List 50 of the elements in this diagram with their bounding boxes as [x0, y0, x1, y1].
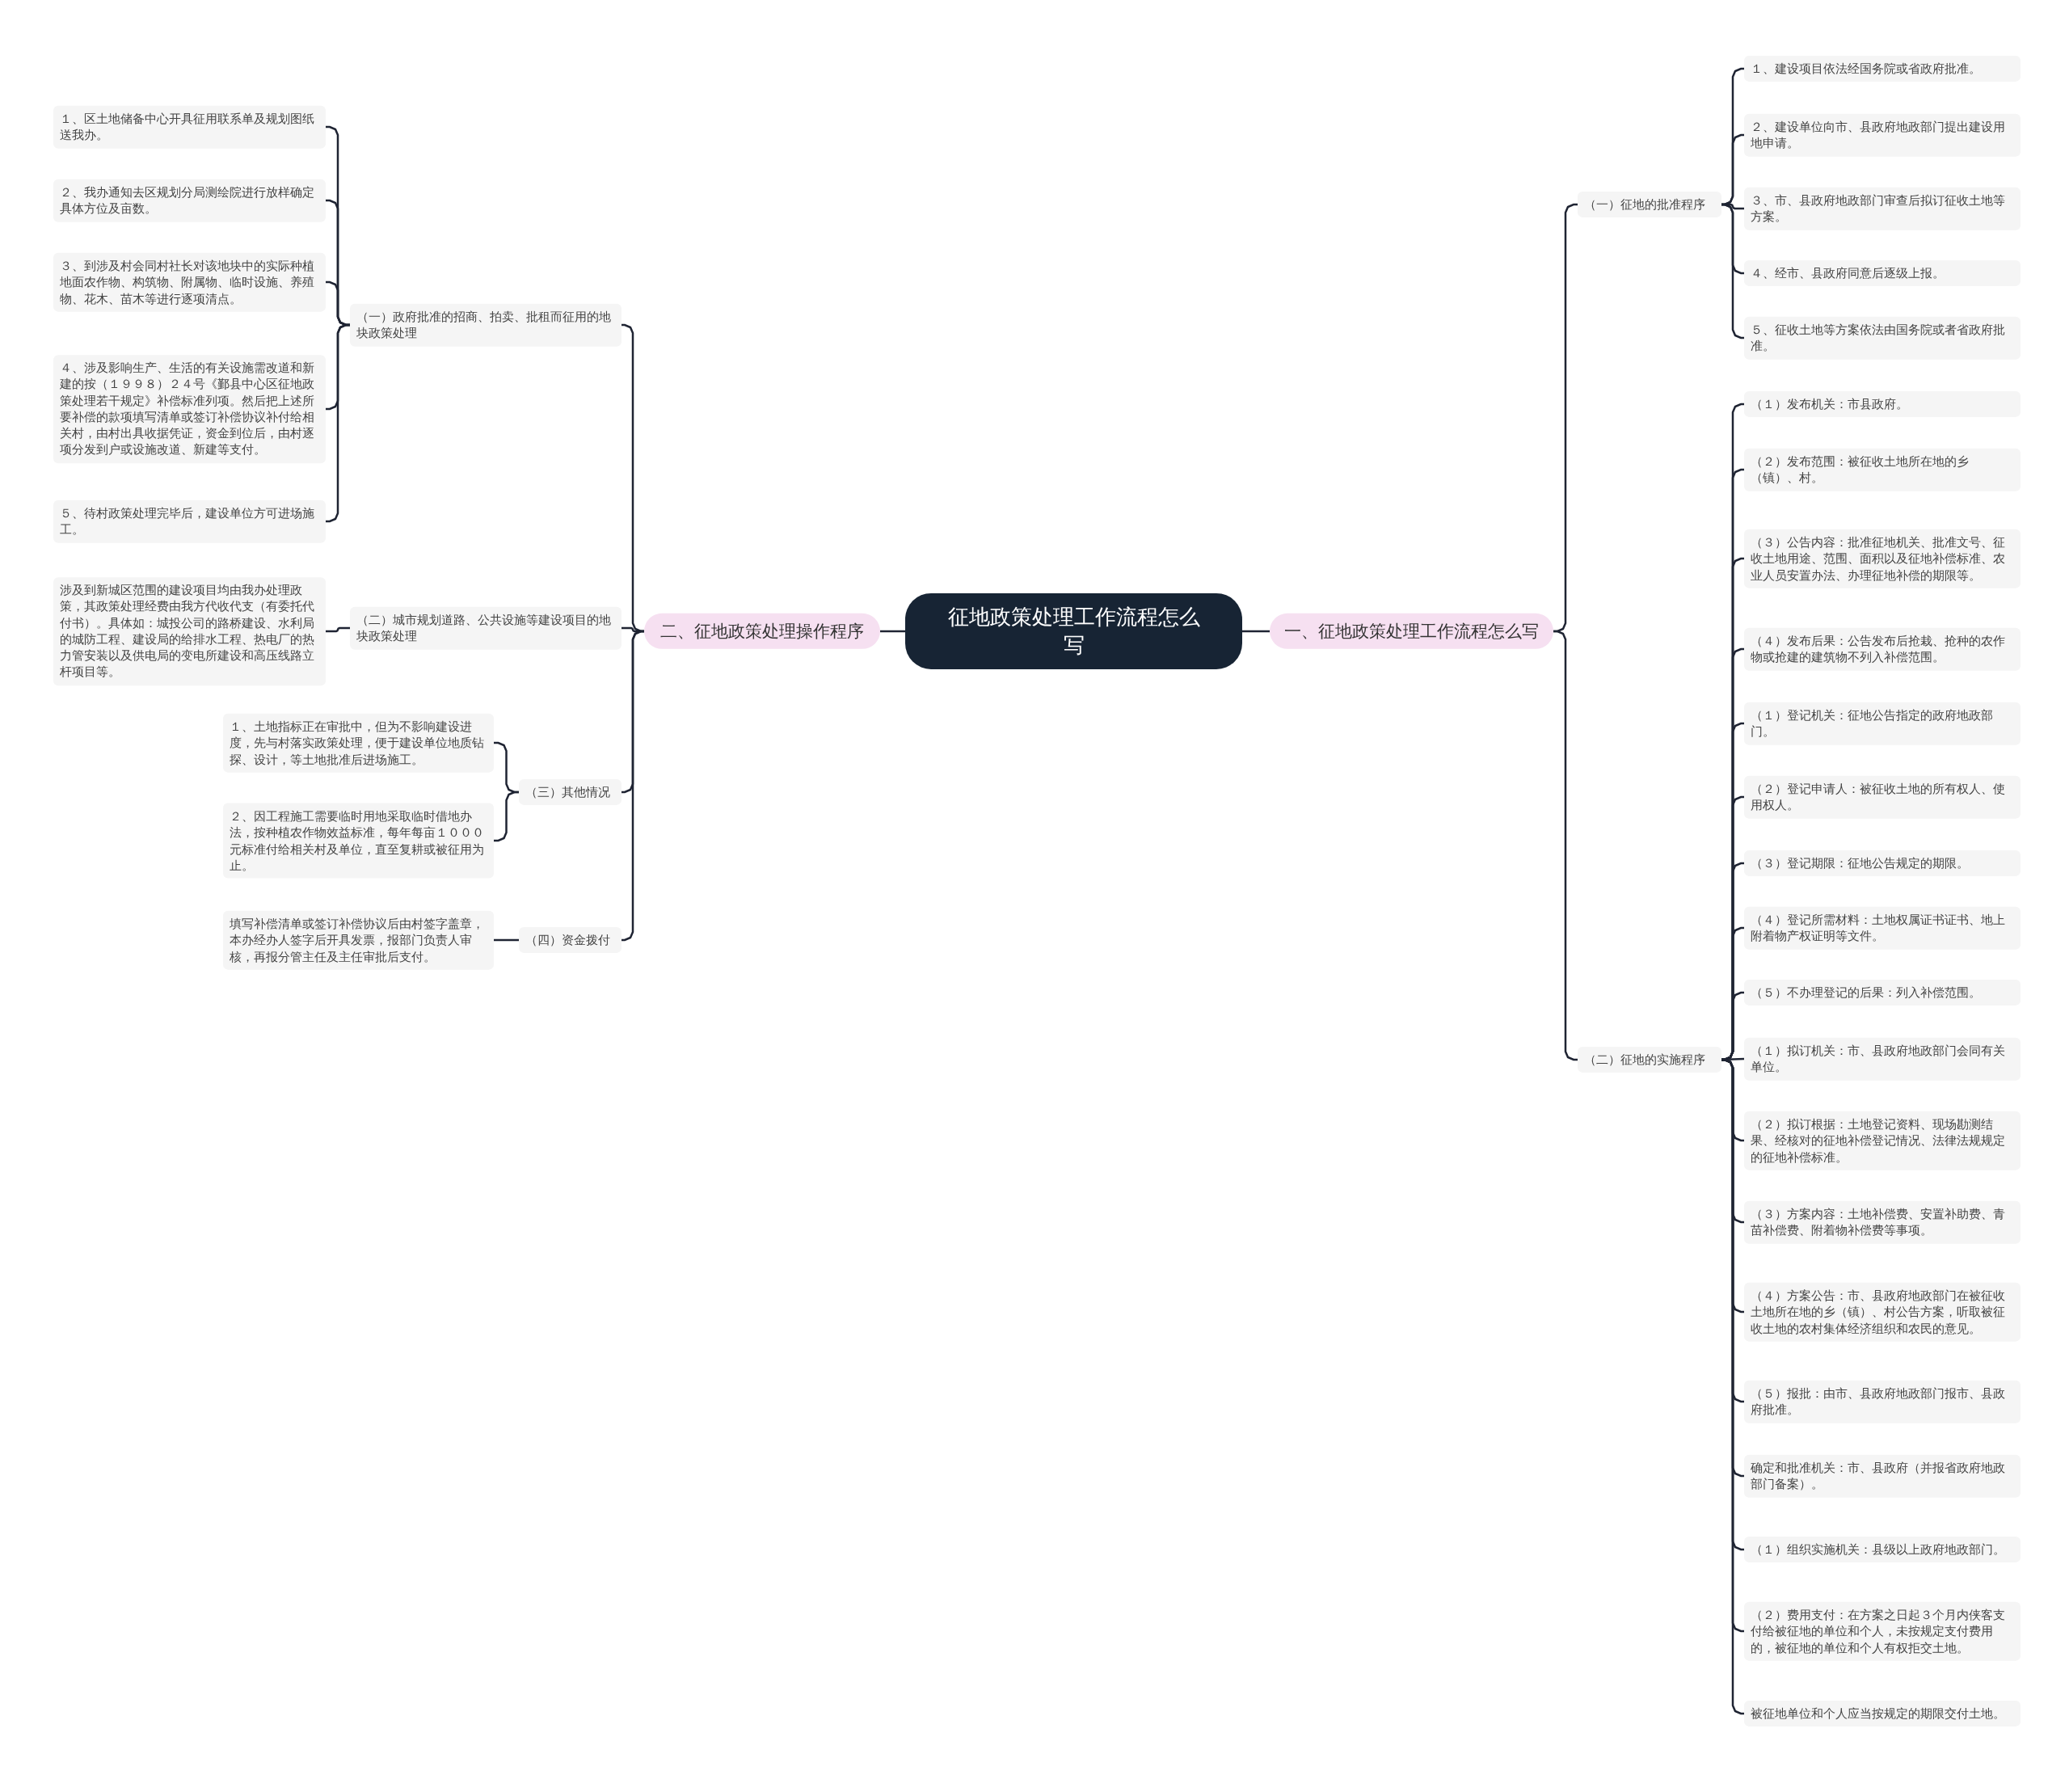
note-card: １、建设项目依法经国务院或省政府批准。 [1744, 55, 2021, 82]
connector-line [621, 630, 645, 942]
subtopic-box: （一）政府批准的招商、拍卖、批租而征用的地块政策处理 [350, 303, 622, 347]
note-card: （４）发布后果：公告发布后抢栽、抢种的农作物或抢建的建筑物不列入补偿范围。 [1744, 627, 2021, 671]
note-card: 涉及到新城区范围的建设项目均由我办处理政策，其政策处理经费由我方代收代支（有委托代付书）。具体如：城投公司的路桥建设、水利局的城防工程、建设局的给排水工程、热电厂的热力管安装以及供电局的变电所建设和高压线路立杆项目等。 [53, 577, 326, 685]
note-card: １、区土地储备中心开具征用联系单及规划图纸送我办。 [53, 105, 326, 149]
note-card: （４）登记所需材料：土地权属证书证书、地上附着物产权证明等文件。 [1744, 906, 2021, 950]
note-card: （５）不办理登记的后果：列入补偿范围。 [1744, 979, 2021, 1006]
connector-line [1721, 203, 1744, 339]
note-card: ５、征收土地等方案依法由国务院或者省政府批准。 [1744, 316, 2021, 360]
subtopic-box: （四）资金拨付 [519, 926, 622, 954]
note-card: （５）报批：由市、县政府地政部门报市、县政府批准。 [1744, 1380, 2021, 1423]
connector-line [326, 323, 350, 523]
branch-topic: 一、征地政策处理工作流程怎么写 [1270, 613, 1553, 650]
note-card: （２）登记申请人：被征收土地的所有权人、使用权人。 [1744, 775, 2021, 819]
subtopic-box: （三）其他情况 [519, 778, 622, 806]
note-card: ２、建设单位向市、县政府地政部门提出建设用地申请。 [1744, 113, 2021, 157]
note-card: 被征地单位和个人应当按规定的期限交付土地。 [1744, 1700, 2021, 1727]
note-card: ５、待村政策处理完毕后，建设单位方可进场施工。 [53, 500, 326, 543]
subtopic-box: （二）征地的实施程序 [1578, 1046, 1721, 1073]
note-card: 确定和批准机关：市、县政府（并报省政府地政部门备案）。 [1744, 1454, 2021, 1498]
note-card: １、土地指标正在审批中，但为不影响建设进度，先与村落实政策处理，便于建设单位地质钻探、设计，等土地批准后进场施工。 [223, 713, 494, 773]
connector-line [494, 791, 519, 842]
connector-line [1242, 630, 1270, 633]
note-card: ２、我办通知去区规划分局测绘院进行放样确定具体方位及亩数。 [53, 179, 326, 222]
note-card: ２、因工程施工需要临时用地采取临时借地办法，按种植农作物效益标准，每年每亩１０００元标准付给相关村及单位，直至复耕或被征用为止。 [223, 803, 494, 879]
note-card: （３）登记期限：征地公告规定的期限。 [1744, 850, 2021, 877]
note-card: （２）拟订根据：土地登记资料、现场勘测结果、经核对的征地补偿登记情况、法律法规规定的征地补偿标准。 [1744, 1111, 2021, 1170]
note-card: （３）公告内容：批准征地机关、批准文号、征收土地用途、范围、面积以及征地补偿标准、农业人员安置办法、办理征地补偿的期限等。 [1744, 529, 2021, 588]
connector-line [326, 626, 350, 633]
note-card: （２）费用支付：在方案之日起３个月内侠客支付给被征地的单位和个人，未按规定支付费用的，被征地的单位和个人有权拒交土地。 [1744, 1601, 2021, 1661]
note-card: （１）拟订机关：市、县政府地政部门会同有关单位。 [1744, 1037, 2021, 1081]
branch-topic: 二、征地政策处理操作程序 [644, 613, 880, 650]
connector-line [494, 938, 519, 942]
note-card: 填写补偿清单或签订补偿协议后由村签字盖章，本办经办人签字后开具发票，报部门负责人审核，再报分管主任及主任审批后支付。 [223, 910, 494, 970]
note-card: ４、经市、县政府同意后逐级上报。 [1744, 259, 2021, 287]
note-card: （３）方案内容：土地补偿费、安置补助费、青苗补偿费、附着物补偿费等事项。 [1744, 1200, 2021, 1244]
subtopic-box: （一）征地的批准程序 [1578, 191, 1721, 218]
note-card: ３、到涉及村会同村社长对该地块中的实际种植地面农作物、构筑物、附属物、临时设施、养殖物、花木、苗木等进行逐项清点。 [53, 252, 326, 312]
note-card: ３、市、县政府地政部门审查后拟订征收土地等方案。 [1744, 187, 2021, 230]
note-card: （２）发布范围：被征收土地所在地的乡（镇）、村。 [1744, 448, 2021, 491]
note-card: （４）方案公告：市、县政府地政部门在被征收土地所在地的乡（镇）、村公告方案，听取被征收土地的农村集体经济组织和农民的意见。 [1744, 1282, 2021, 1342]
connector-line [1553, 630, 1578, 1061]
note-card: ４、涉及影响生产、生活的有关设施需改道和新建的按（１９９８）２４号《鄞县中心区征地政策处理若干规定》补偿标准列项。然后把上述所要补偿的款项填写清单或签订补偿协议补付给相关村，由村出具收据凭证，资金到位后，由村逐项分发到户或设施改道、新建等支付。 [53, 355, 326, 463]
central-topic: 征地政策处理工作流程怎么写 [905, 592, 1242, 670]
subtopic-box: （二）城市规划道路、公共设施等建设项目的地块政策处理 [350, 606, 622, 650]
connector-line [880, 630, 905, 633]
note-card: （１）登记机关：征地公告指定的政府地政部门。 [1744, 702, 2021, 745]
note-card: （１）组织实施机关：县级以上政府地政部门。 [1744, 1536, 2021, 1563]
note-card: （１）发布机关：市县政府。 [1744, 390, 2021, 418]
